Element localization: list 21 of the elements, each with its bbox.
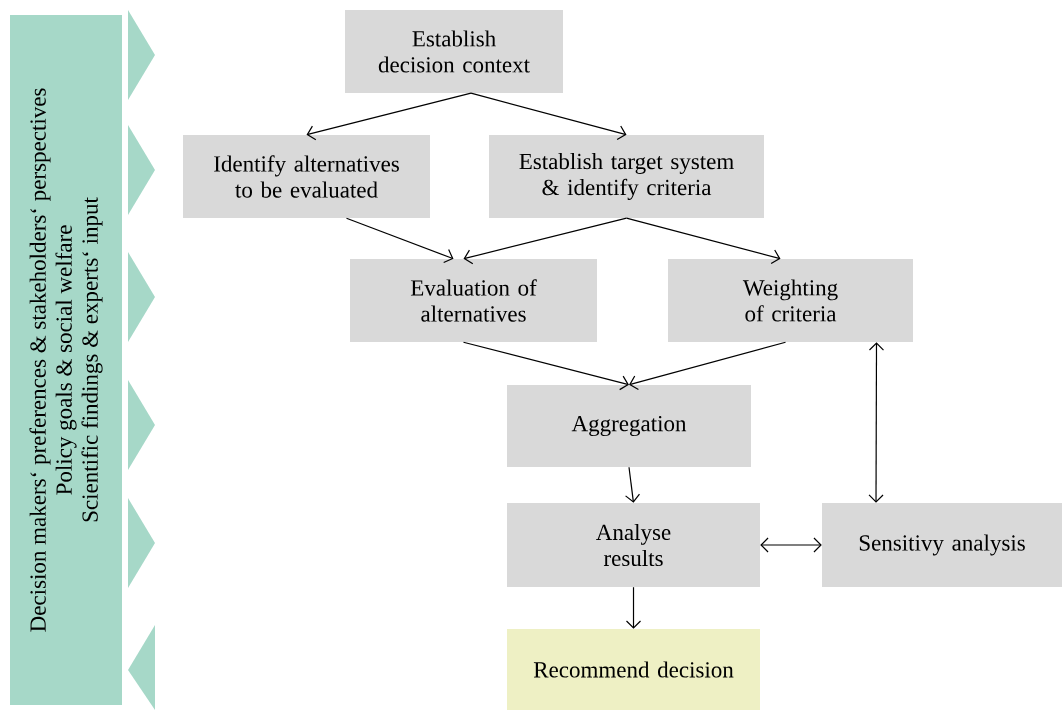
decision-box: Recommend decision — [507, 629, 760, 710]
process-box: Aggregation — [507, 385, 751, 467]
process-box: Establish decision context — [345, 10, 563, 93]
process-box: Analyse results — [507, 503, 760, 587]
arrow — [625, 217, 781, 265]
arrow — [345, 217, 454, 264]
arrow — [470, 92, 627, 141]
arrow — [463, 217, 628, 265]
process-box: Sensitivy analysis — [822, 503, 1062, 587]
arrow — [306, 92, 472, 141]
process-box: Identify alternatives to be evaluated — [183, 135, 430, 218]
arrow — [629, 341, 787, 391]
process-box: Weighting of criteria — [668, 259, 913, 342]
arrow — [462, 341, 629, 391]
arrow — [625, 466, 641, 503]
process-box: Establish target system & identify criteria — [489, 135, 764, 218]
arrow — [760, 537, 822, 553]
arrow — [868, 342, 885, 503]
process-box: Evaluation of alternatives — [350, 259, 597, 342]
arrow — [625, 586, 642, 629]
side-band: Decision makers‘ preferences & stakeholders‘ perspectives Policy goals & social welfare Scientific findings & experts‘ input — [10, 15, 122, 705]
